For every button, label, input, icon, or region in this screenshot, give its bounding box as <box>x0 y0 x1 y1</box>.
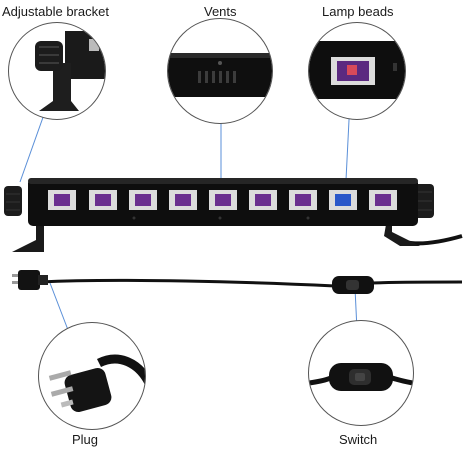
inline-switch-icon <box>309 363 413 391</box>
bracket-knob-icon <box>4 186 22 216</box>
bracket-label: Adjustable bracket <box>2 4 109 19</box>
power-cord <box>39 278 336 288</box>
beads-label: Lamp beads <box>322 4 394 19</box>
plug-detail-circle <box>38 322 146 430</box>
lamp-bead-row <box>48 190 397 210</box>
beads-detail-circle <box>308 22 406 120</box>
plug-small <box>12 270 48 290</box>
switch-label: Switch <box>339 432 378 447</box>
plug-icon <box>48 354 145 412</box>
switch-detail-circle <box>308 320 414 426</box>
vents-label: Vents <box>204 4 237 19</box>
vents-detail-circle <box>167 18 273 124</box>
switch-small <box>332 276 374 294</box>
bracket-detail-circle <box>8 22 106 120</box>
plug-label: Plug <box>72 432 99 447</box>
vent-slots <box>198 71 236 83</box>
